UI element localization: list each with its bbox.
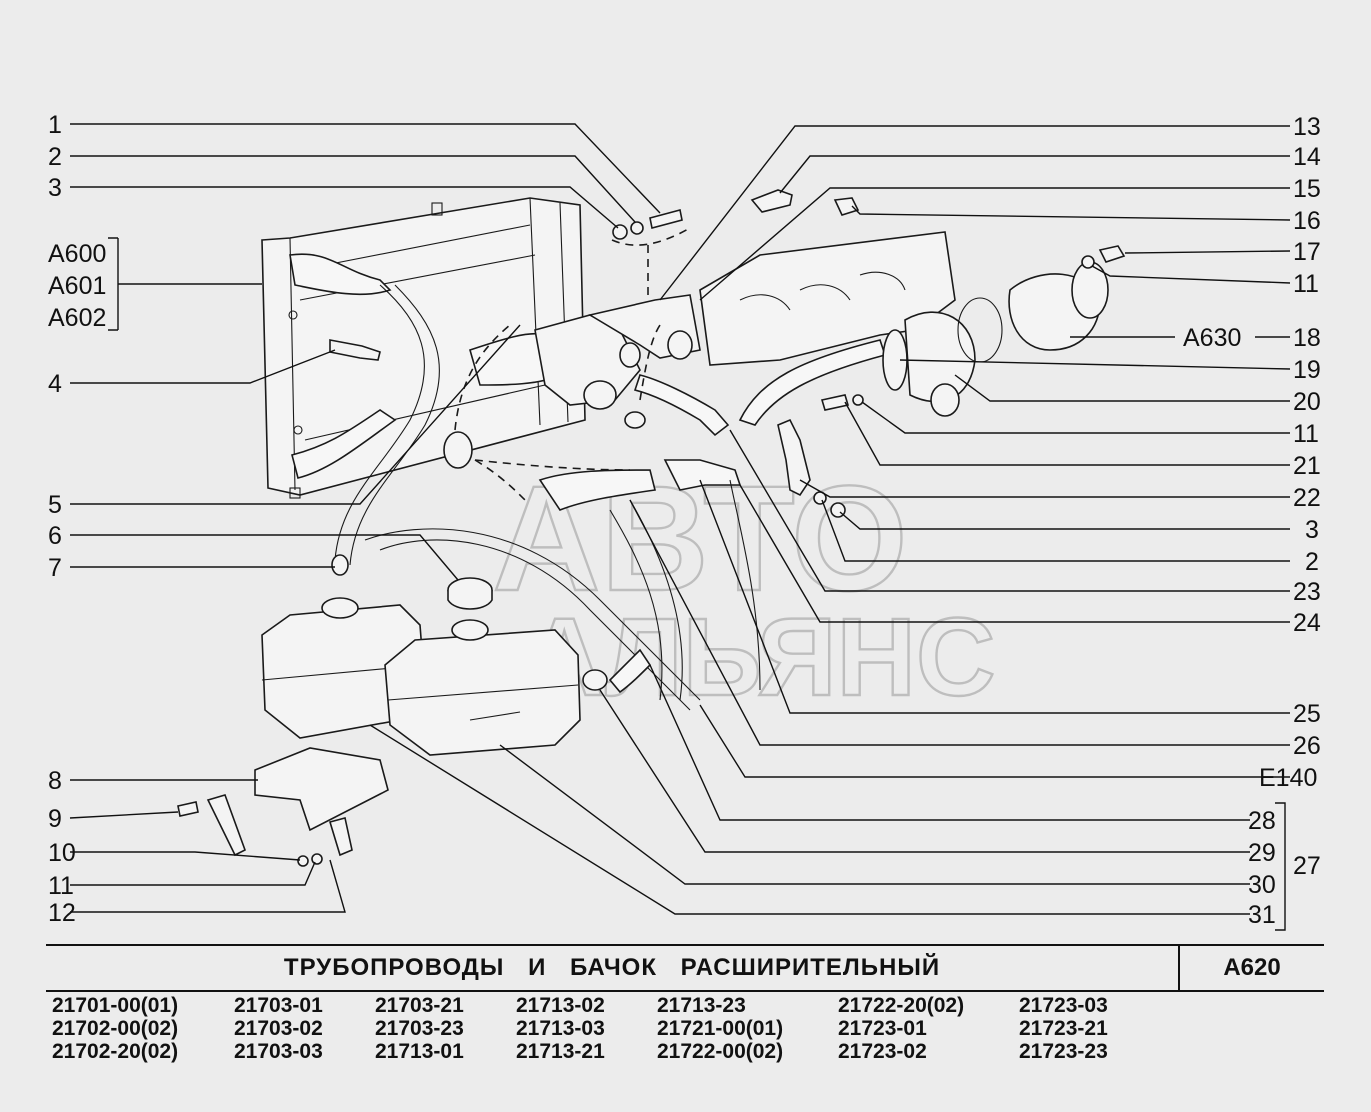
callout-30: 30 [1248,871,1276,899]
model-code: 21723-03 [1019,994,1108,1017]
model-code: 21713-03 [516,1017,605,1040]
radiator-icon [261,197,586,499]
callout-24: 24 [1293,609,1321,637]
sensor-plug-icon [750,189,1126,269]
model-column: 21701-00(01) 21702-00(02) 21702-20(02) [52,994,178,1063]
callout-18: 18 [1293,324,1321,352]
callout-9: 9 [48,805,62,833]
callout-20: 20 [1293,388,1321,416]
model-code: 21702-00(02) [52,1017,179,1040]
model-column: 21713-23 21721-00(01) 21722-00(02) [657,994,783,1063]
callout-a602: A602 [48,304,106,332]
model-column: 21713-02 21713-03 21713-21 [516,994,605,1063]
model-code: 21713-01 [375,1040,464,1063]
model-list: 21701-00(01) 21702-00(02) 21702-20(02) 2… [52,994,1312,1074]
callout-2-right: 2 [1305,548,1319,576]
callout-28: 28 [1248,807,1276,835]
callout-23: 23 [1293,578,1321,606]
model-code: 21703-03 [234,1040,323,1063]
callout-13: 13 [1293,113,1321,141]
tank-hoses-icon [331,284,701,711]
exploded-parts-diagram: АВТО АЛЬЯНС [48,111,1321,931]
callout-1: 1 [48,111,62,139]
callout-e140: E140 [1259,764,1317,792]
thermostat-housing-icon [469,294,701,410]
watermark-line-2: АЛЬЯНС [525,596,996,719]
callout-17: 17 [1293,238,1321,266]
callout-26: 26 [1293,732,1321,760]
model-column: 21722-20(02) 21723-01 21723-02 [838,994,964,1063]
model-code: 21723-02 [838,1040,927,1063]
callout-a600: A600 [48,240,106,268]
callout-21: 21 [1293,452,1321,480]
callout-27: 27 [1293,852,1321,880]
model-column: 21723-03 21723-21 21723-23 [1019,994,1108,1063]
callout-16: 16 [1293,207,1321,235]
expansion-tank-second-icon [384,619,581,756]
tank-bracket-icon [177,747,389,867]
left-callouts: 1 2 3 A600 A601 A602 4 5 6 7 8 9 10 11 1… [48,111,106,927]
callout-a630: A630 [1183,324,1241,352]
callout-8: 8 [48,767,62,795]
model-code: 21713-23 [657,994,746,1017]
model-code: 21703-23 [375,1017,464,1040]
callout-a601: A601 [48,272,106,300]
model-code: 21723-23 [1019,1040,1108,1063]
model-code: 21701-00(01) [52,994,179,1017]
callout-3-right: 3 [1305,516,1319,544]
callout-11-a: 11 [1293,270,1319,298]
right-callouts: 13 14 15 16 17 11 A630 18 19 20 11 21 22… [1183,113,1321,929]
model-code: 21723-21 [1019,1017,1108,1040]
pipe-bracket-icon [777,418,811,497]
callout-12: 12 [48,899,76,927]
model-code: 21703-02 [234,1017,323,1040]
model-code: 21702-20(02) [52,1040,179,1063]
callout-3: 3 [48,174,62,202]
model-code: 21713-21 [516,1040,605,1063]
title-bar: ТРУБОПРОВОДЫ И БАЧОК РАСШИРИТЕЛЬНЫЙ A620 [46,944,1324,992]
model-column: 21703-21 21703-23 21713-01 [375,994,464,1063]
callout-31: 31 [1248,901,1276,929]
callout-11-b: 11 [1293,420,1319,448]
callout-29: 29 [1248,839,1276,867]
diagram-code: A620 [1223,954,1281,981]
model-code: 21721-00(01) [657,1017,784,1040]
callout-4: 4 [48,370,62,398]
callout-7: 7 [48,554,62,582]
model-column: 21703-01 21703-02 21703-03 [234,994,323,1063]
water-pump-icon [904,261,1109,417]
assembly-arrows [454,324,661,501]
left-leaders [69,123,661,913]
model-code: 21722-00(02) [657,1040,784,1063]
filler-cap-icon [447,577,493,610]
page-title: ТРУБОПРОВОДЫ И БАЧОК РАСШИРИТЕЛЬНЫЙ [46,946,1180,990]
callout-5: 5 [48,491,62,519]
callout-22: 22 [1293,484,1321,512]
model-code: 21723-01 [838,1017,927,1040]
callout-10: 10 [48,839,76,867]
model-code: 21703-21 [375,994,464,1017]
model-code: 21703-01 [234,994,323,1017]
model-code: 21713-02 [516,994,605,1017]
callout-19: 19 [1293,356,1321,384]
expansion-tank-icon [261,597,426,739]
callout-15: 15 [1293,175,1321,203]
callout-2: 2 [48,143,62,171]
callout-6: 6 [48,522,62,550]
model-code: 21722-20(02) [838,994,965,1017]
callout-14: 14 [1293,143,1321,171]
fastener-set-icon [611,209,691,300]
hose-set-icon [443,374,761,701]
callout-11-left: 11 [48,872,74,900]
callout-25: 25 [1293,700,1321,728]
right-leaders [369,125,1291,931]
